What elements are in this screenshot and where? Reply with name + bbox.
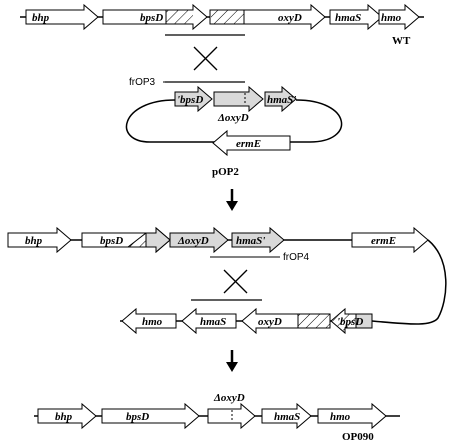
mutant-row: bhp bpsD ΔoxyD hmaS hmo OP090 xyxy=(34,392,400,443)
mut-bhp-gene-arrow xyxy=(37,402,97,430)
lower-gene-hmaS: hmaS xyxy=(200,316,226,328)
wt-gene-bpsD: bpsD xyxy=(140,12,163,24)
int-hmaS-fragment-arrow xyxy=(231,226,285,254)
wt-gene-hmo: hmo xyxy=(381,12,402,24)
mut-bpsD-gene-arrow xyxy=(101,402,200,430)
wt-strain-label: WT xyxy=(392,35,411,47)
int-bpsD-gray-region xyxy=(145,226,171,254)
integration-upper-strand: bhp bpsD ΔoxyD hmaS' ermE xyxy=(7,226,447,325)
plasmid-name-label: pOP2 xyxy=(212,166,239,178)
down-arrow-1 xyxy=(226,189,238,211)
wt-oxyD-hatched-region xyxy=(211,10,244,24)
int-deletion-oxyD-arrow xyxy=(169,226,229,254)
int-gene-bpsD: bpsD xyxy=(100,235,123,247)
mut-gene-bhp: bhp xyxy=(55,411,73,423)
wt-hmo-gene-arrow xyxy=(378,3,420,31)
wt-gene-hmaS: hmaS xyxy=(335,12,361,24)
integration-loop-connector xyxy=(371,239,447,325)
wt-bpsD-hatched-region xyxy=(166,10,193,24)
wt-gene-oxyD: oxyD xyxy=(278,12,302,24)
plasmid-deletion-label: ΔoxyD xyxy=(217,112,249,124)
plasmid-bpsD-fragment-arrow xyxy=(174,85,213,113)
int-ermE-gene-arrow xyxy=(351,226,429,254)
wt-bhp-gene-arrow xyxy=(25,3,99,31)
wt-row: bhp bpsD oxyD hmaS hmo WT xyxy=(20,3,424,47)
mut-gene-bpsD: bpsD xyxy=(126,411,149,423)
wt-hmaS-gene-arrow xyxy=(329,3,383,31)
lower-oxyD-hatched-region xyxy=(298,314,330,328)
integration-lower-strand: hmo hmaS oxyD 'bpsD xyxy=(120,307,373,335)
int-deletion-label: ΔoxyD xyxy=(177,235,209,247)
lower-gene-oxyD: oxyD xyxy=(258,316,282,328)
mut-gene-hmo: hmo xyxy=(330,411,351,423)
lower-bpsD-gray-region xyxy=(355,313,373,329)
plasmid-gene-hmaS: hmaS' xyxy=(267,94,296,106)
mut-hmaS-gene-arrow xyxy=(261,402,312,430)
plasmid-pOP2: frOP3 'bpsD ΔoxyD hmaS' ermE pOP2 xyxy=(125,77,343,178)
plasmid-hmaS-fragment-arrow xyxy=(264,85,297,113)
lower-hmaS-gene-arrow xyxy=(181,307,237,335)
lower-gene-hmo: hmo xyxy=(142,316,163,328)
plasmid-gene-ermE: ermE xyxy=(236,138,261,150)
primer-frOP4-label: frOP4 xyxy=(283,252,310,263)
int-gene-ermE: ermE xyxy=(371,235,396,247)
mut-strain-label: OP090 xyxy=(342,431,374,443)
plasmid-gene-bpsD: 'bpsD xyxy=(177,94,203,106)
int-bpsD-diagonal xyxy=(127,232,147,248)
mut-deletion-label: ΔoxyD xyxy=(213,392,245,404)
crossover-2: frOP4 xyxy=(191,252,310,301)
mut-gene-hmaS: hmaS xyxy=(274,411,300,423)
primer-frOP3-label: frOP3 xyxy=(129,77,156,88)
cross2-x-line-b xyxy=(223,269,248,294)
int-gene-bhp: bhp xyxy=(25,235,43,247)
mut-hmo-gene-arrow xyxy=(317,402,387,430)
lower-gene-bpsD: 'bpsD xyxy=(337,316,363,328)
plasmid-ring xyxy=(125,99,343,143)
crossover-1 xyxy=(165,34,245,83)
int-gene-hmaS: hmaS' xyxy=(236,235,265,247)
lower-bpsD-hatched-region xyxy=(332,310,356,332)
lower-hmo-gene-arrow xyxy=(121,307,177,335)
down-arrow-2 xyxy=(226,350,238,372)
plasmid-deletion-oxyD-arrow xyxy=(213,85,264,113)
plasmid-ermE-arrow xyxy=(212,129,291,157)
cross-x-line-b xyxy=(193,46,218,71)
int-bhp-gene-arrow xyxy=(7,226,72,254)
wt-gene-bhp: bhp xyxy=(32,12,50,24)
